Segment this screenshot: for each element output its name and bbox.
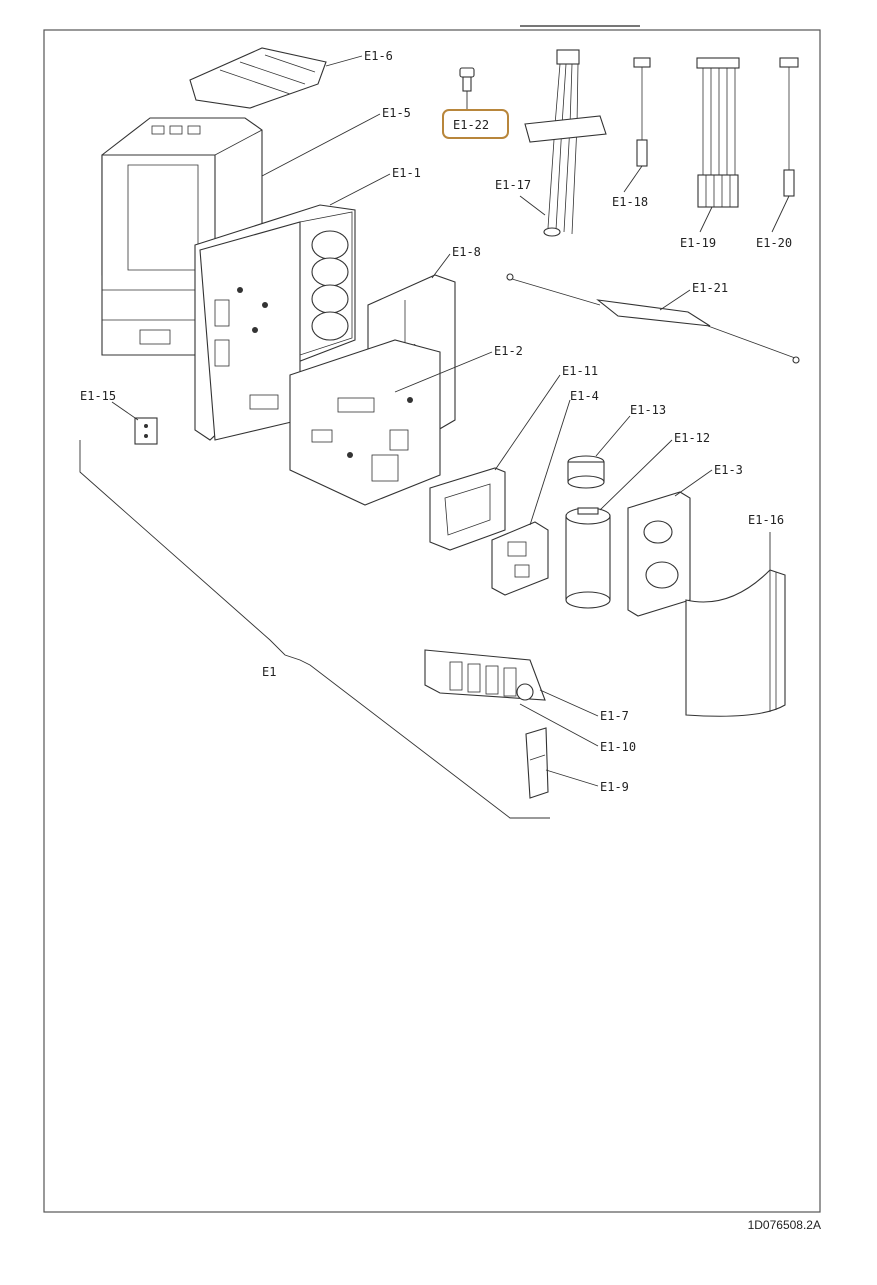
label-e1-16: E1-16: [748, 513, 784, 527]
label-e1-13: E1-13: [630, 403, 666, 417]
part-e1-11-bracket: [429, 467, 506, 551]
label-e1: E1: [262, 665, 276, 679]
part-e1-13-band: [567, 455, 605, 489]
label-e1-5: E1-5: [382, 106, 411, 120]
label-e1-19: E1-19: [680, 236, 716, 250]
label-e1-9: E1-9: [600, 780, 629, 794]
label-e1-7: E1-7: [600, 709, 629, 723]
label-e1-22-highlight-box: [442, 109, 509, 139]
label-e1-6: E1-6: [364, 49, 393, 63]
label-e1-12: E1-12: [674, 431, 710, 445]
label-e1-22: E1-22: [453, 118, 489, 132]
label-e1-10: E1-10: [600, 740, 636, 754]
label-e1-11: E1-11: [562, 364, 598, 378]
part-e1-9-cover: [525, 727, 549, 799]
part-e1-3-reactor: [627, 491, 691, 617]
part-e1-17-harness: [524, 49, 607, 237]
e1-assembly-bracket: [79, 440, 550, 819]
label-e1-1: E1-1: [392, 166, 421, 180]
document-number: 1D076508.2A: [747, 1218, 821, 1232]
label-e1-17: E1-17: [495, 178, 531, 192]
label-e1-8: E1-8: [452, 245, 481, 259]
label-e1-2: E1-2: [494, 344, 523, 358]
label-e1-3: E1-3: [714, 463, 743, 477]
part-e1-4-pcb: [491, 521, 549, 596]
part-e1-15-plate: [134, 417, 158, 445]
label-e1-4: E1-4: [570, 389, 599, 403]
label-e1-20: E1-20: [756, 236, 792, 250]
label-e1-15: E1-15: [80, 389, 116, 403]
part-e1-5-cover-panel: [101, 117, 263, 356]
part-e1-16-insulation: [685, 569, 786, 717]
part-e1-20-wire: [779, 57, 799, 197]
part-e1-12-capacitor: [565, 507, 611, 609]
part-e1-6-top-plate: [189, 47, 327, 109]
label-e1-21: E1-21: [692, 281, 728, 295]
part-e1-18-wire: [633, 57, 651, 167]
part-e1-22-screw: [459, 67, 475, 92]
part-e1-1-main-frame: [194, 204, 356, 441]
part-e1-7-terminal-block: [424, 649, 546, 701]
part-e1-19-wire: [696, 57, 740, 208]
part-e1-2-pcb: [289, 339, 441, 506]
part-e1-21-thermistor: [506, 273, 800, 364]
drawing-frame: [43, 29, 821, 1213]
label-e1-18: E1-18: [612, 195, 648, 209]
